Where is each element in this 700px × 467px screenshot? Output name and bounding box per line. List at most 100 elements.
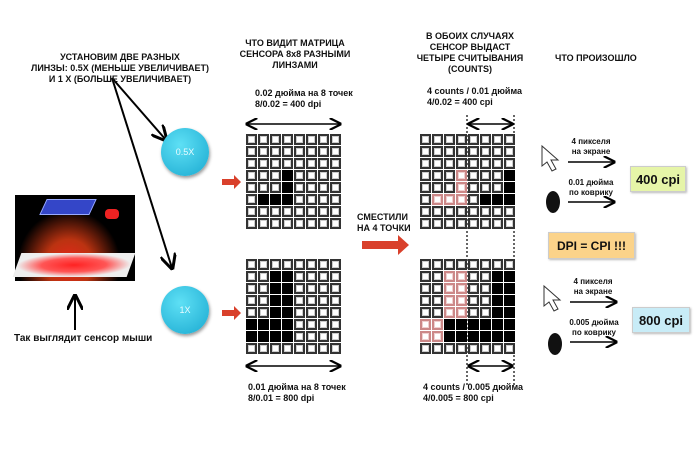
pixel	[281, 342, 293, 354]
text-line: СМЕСТИЛИ	[357, 212, 408, 222]
matrix-bottom-text: 0.01 дюйма на 8 точек 8/0.01 = 800 dpi	[248, 382, 346, 404]
pixel	[479, 282, 491, 294]
pixel	[455, 342, 467, 354]
pixel	[443, 193, 455, 205]
pixel	[503, 133, 515, 145]
pixel	[467, 270, 479, 282]
header-line: ЧЕТЫРЕ СЧИТЫВАНИЯ	[416, 53, 524, 63]
header-line: (COUNTS)	[448, 64, 492, 74]
pixel	[419, 157, 431, 169]
shift-arrow	[362, 235, 409, 255]
pixel	[281, 205, 293, 217]
pixel	[431, 205, 443, 217]
pixel-lit	[479, 318, 491, 330]
pixel	[257, 282, 269, 294]
pixel-lit	[443, 318, 455, 330]
pixel	[431, 270, 443, 282]
pixel	[479, 133, 491, 145]
pixel	[329, 318, 341, 330]
pixel	[293, 157, 305, 169]
pixel	[257, 342, 269, 354]
pixel	[443, 145, 455, 157]
pixel	[419, 217, 431, 229]
pixel	[269, 205, 281, 217]
pixel-lit	[245, 330, 257, 342]
sensor-grid-1x	[245, 258, 341, 354]
pixel-lit	[479, 330, 491, 342]
pixel-lit	[281, 294, 293, 306]
pixel-lit	[455, 330, 467, 342]
pixel	[281, 217, 293, 229]
pixel	[455, 217, 467, 229]
shift-label: СМЕСТИЛИ НА 4 ТОЧКИ	[357, 212, 411, 234]
pixel	[455, 157, 467, 169]
pixel	[257, 169, 269, 181]
pixel	[245, 294, 257, 306]
pixel	[443, 258, 455, 270]
pixel	[257, 306, 269, 318]
dpi-equals-cpi-badge: DPI = CPI !!!	[548, 232, 635, 259]
counts-header: В ОБОИХ СЛУЧАЯХ СЕНСОР ВЫДАСТ ЧЕТЫРЕ СЧИ…	[405, 31, 535, 75]
cpi-400-badge: 400 cpi	[630, 166, 686, 192]
pixel-lit	[491, 306, 503, 318]
pixel	[305, 342, 317, 354]
pixel	[479, 169, 491, 181]
pixel	[305, 330, 317, 342]
shifted-grid-1x	[419, 258, 515, 354]
intro-line: УСТАНОВИМ ДВЕ РАЗНЫХ	[60, 52, 180, 62]
pixel-lit	[257, 330, 269, 342]
pixel	[431, 258, 443, 270]
pixel-lit	[269, 318, 281, 330]
pixel-lit	[269, 306, 281, 318]
pixel	[245, 258, 257, 270]
pixel	[467, 145, 479, 157]
pixel	[293, 330, 305, 342]
sensor-grid-0.5x	[245, 133, 341, 229]
pixel-lit	[503, 330, 515, 342]
header-line: ЛИНЗАМИ	[272, 60, 318, 70]
pixel	[431, 342, 443, 354]
pixel	[317, 342, 329, 354]
pixel	[479, 270, 491, 282]
pixel	[257, 205, 269, 217]
pixel	[479, 258, 491, 270]
pixel	[419, 306, 431, 318]
pixel	[455, 270, 467, 282]
pixel	[431, 217, 443, 229]
pixel-lit	[281, 282, 293, 294]
red-arrow-small	[222, 175, 241, 189]
pixel-lit	[503, 306, 515, 318]
pixel	[245, 169, 257, 181]
sensor-image	[12, 195, 136, 281]
pixel	[293, 318, 305, 330]
pixel	[491, 181, 503, 193]
pixel	[329, 193, 341, 205]
pixel	[431, 145, 443, 157]
pixel	[443, 294, 455, 306]
pixel	[491, 342, 503, 354]
pixel	[467, 217, 479, 229]
pixel	[245, 145, 257, 157]
pixel	[419, 294, 431, 306]
pixel-lit	[269, 193, 281, 205]
pixel	[443, 282, 455, 294]
pixel	[293, 181, 305, 193]
pixel	[317, 330, 329, 342]
pixel	[257, 258, 269, 270]
pixel-lit	[269, 270, 281, 282]
pixel-lit	[269, 282, 281, 294]
pixel	[467, 258, 479, 270]
pixel-lit	[491, 282, 503, 294]
pixel	[503, 258, 515, 270]
matrix-header: ЧТО ВИДИТ МАТРИЦА СЕНСОРА 8x8 РАЗНЫМИ ЛИ…	[230, 38, 360, 71]
pixel	[431, 181, 443, 193]
pixel	[305, 294, 317, 306]
pixel	[455, 133, 467, 145]
pixel	[443, 133, 455, 145]
cursor-icon	[541, 144, 562, 312]
pixel	[293, 217, 305, 229]
pixel	[317, 193, 329, 205]
pixel	[419, 193, 431, 205]
pixel	[419, 342, 431, 354]
pixel	[467, 181, 479, 193]
